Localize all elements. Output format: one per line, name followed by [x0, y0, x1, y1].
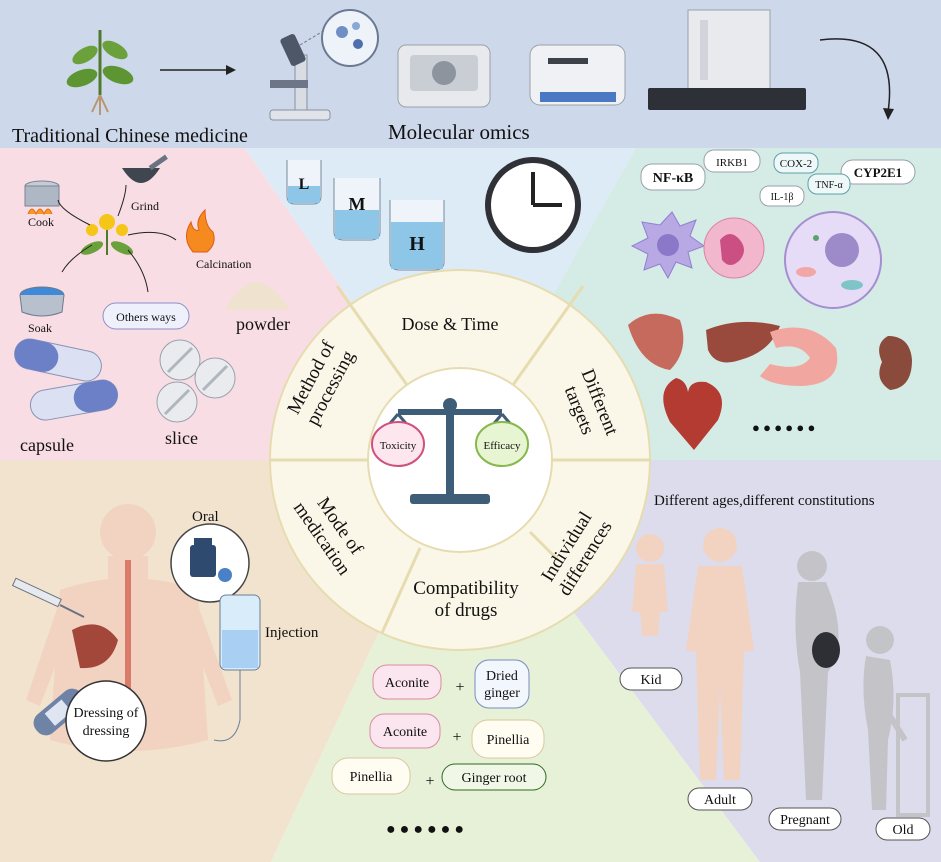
pair1-herb-b-line2: ginger	[484, 686, 520, 701]
compat-content: Aconite + Dried ginger Aconite + Pinelli…	[331, 659, 547, 838]
beaker-mid-icon	[333, 178, 381, 241]
dose-content: L M H	[286, 157, 581, 271]
cox2-marker: COX-2	[773, 152, 819, 174]
kid-figure	[632, 534, 668, 636]
old-label: Old	[893, 823, 914, 838]
iv-bag-icon	[213, 594, 261, 742]
slice-icon	[156, 339, 236, 423]
processing-content: Cook Grind Calcination Soak Others ways …	[14, 154, 290, 455]
toxicity-label: Toxicity	[380, 440, 417, 452]
oral-label: Oral	[192, 509, 219, 525]
powder-icon	[225, 282, 290, 310]
others-ways-label: Others ways	[116, 310, 176, 324]
cyp2e1-marker: CYP2E1	[840, 159, 916, 185]
central-wheel: Dose & Time Different targets Individual…	[269, 269, 651, 651]
beaker-low-label: L	[299, 176, 310, 193]
individual-content: Different ages,different constitutions K…	[619, 493, 931, 841]
macrophage-icon	[630, 211, 706, 280]
adult-label: Adult	[704, 793, 736, 808]
oral-circle	[170, 523, 250, 603]
pair1-herb-b-line1: Dried	[486, 669, 518, 684]
beaker-high-icon	[389, 200, 445, 271]
segment-compat-line1: Compatibility	[413, 578, 519, 599]
medication-content: Oral Injection Dressing of dressing	[11, 504, 319, 762]
pair2-herb-a: Aconite	[383, 725, 427, 740]
slice-label: slice	[165, 428, 198, 448]
molecular-omics-label: Molecular omics	[388, 120, 530, 144]
targets-more-dots: ● ● ● ● ● ●	[752, 420, 815, 435]
balance-scale-icon	[371, 398, 529, 504]
heart-icon	[663, 378, 722, 450]
pair1-plus: +	[455, 679, 464, 696]
pair1-herb-a: Aconite	[385, 676, 429, 691]
calcination-flame-icon	[186, 208, 215, 253]
dressing-label-line2: dressing	[83, 724, 130, 739]
neutrophil-icon	[703, 217, 765, 279]
nfkb-marker: NF-κB	[640, 163, 706, 191]
herb-plant-icon	[66, 30, 134, 115]
cell-icon	[784, 211, 882, 309]
sequencer-icon	[648, 9, 806, 110]
pair3-herb-a: Pinellia	[350, 770, 394, 785]
grind-mortar-icon	[122, 154, 168, 183]
soak-bowl-icon	[19, 286, 65, 317]
pair3-plus: +	[425, 773, 434, 790]
segment-compat-line2: of drugs	[435, 600, 498, 621]
svg-text:IL-1β: IL-1β	[771, 192, 794, 203]
dressing-label-line1: Dressing of	[74, 706, 139, 721]
capsule-label: capsule	[20, 435, 74, 455]
svg-text:IRKB1: IRKB1	[716, 157, 748, 169]
individual-title: Different ages,different constitutions	[654, 493, 875, 509]
pair3-herb-b: Ginger root	[462, 771, 527, 786]
il1b-marker: IL-1β	[759, 185, 805, 207]
pair2-plus: +	[452, 729, 461, 746]
irkb1-marker: IRKB1	[703, 149, 761, 173]
clock-icon	[485, 157, 581, 253]
compat-more-dots: ● ● ● ● ● ●	[386, 821, 464, 838]
cook-pot-icon	[24, 180, 60, 216]
efficacy-label: Efficacy	[483, 440, 521, 452]
cook-label: Cook	[28, 215, 54, 229]
beaker-low-icon	[286, 160, 322, 205]
powder-label: powder	[236, 314, 290, 334]
kidney-icon	[879, 336, 912, 390]
kid-label: Kid	[641, 673, 662, 688]
pregnant-figure	[795, 551, 840, 800]
stomach-icon	[760, 327, 838, 386]
capsule-icon	[14, 338, 119, 421]
targets-content: NF-κB IRKB1 COX-2 CYP2E1 IL-1β TNF-α	[628, 149, 916, 450]
svg-text:TNF-α: TNF-α	[815, 180, 843, 191]
beaker-mid-label: M	[349, 194, 366, 214]
svg-text:CYP2E1: CYP2E1	[854, 165, 902, 180]
injection-label: Injection	[265, 625, 319, 641]
centrifuge-icon	[397, 44, 491, 108]
pregnant-label: Pregnant	[780, 813, 830, 828]
adult-figure	[686, 528, 754, 780]
svg-text:NF-κB: NF-κB	[653, 171, 693, 186]
segment-dose-time: Dose & Time	[401, 314, 498, 334]
syringe-icon	[11, 577, 85, 618]
liver-icon	[706, 321, 780, 363]
flower-icon	[80, 214, 134, 255]
header-band: Traditional Chinese medicine Molecular o…	[0, 0, 941, 148]
beaker-high-label: H	[409, 233, 425, 255]
muscle-icon	[628, 313, 684, 370]
pair2-herb-b: Pinellia	[487, 733, 531, 748]
tnfa-marker: TNF-α	[807, 173, 851, 195]
soak-label: Soak	[28, 321, 52, 335]
microscope-icon	[269, 9, 379, 121]
grind-label: Grind	[131, 199, 159, 213]
analyzer-icon	[529, 44, 626, 106]
tcm-label: Traditional Chinese medicine	[12, 125, 248, 147]
old-figure	[863, 626, 930, 817]
svg-text:COX-2: COX-2	[780, 158, 812, 170]
calcination-label: Calcination	[196, 257, 251, 271]
